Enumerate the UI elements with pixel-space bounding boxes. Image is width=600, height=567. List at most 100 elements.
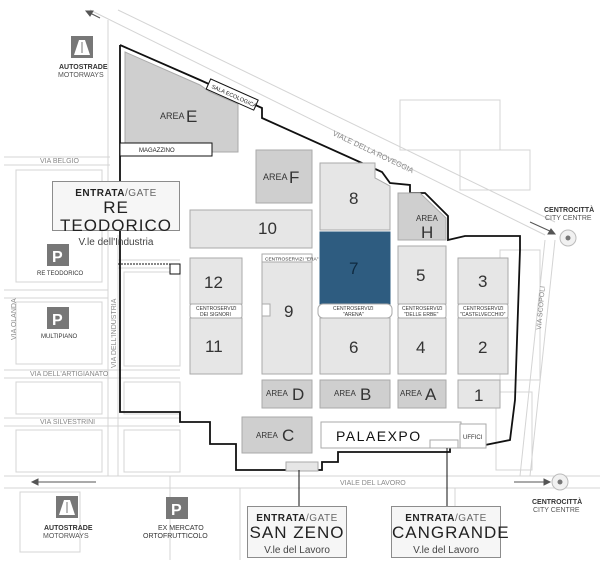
centro-right-l1: CENTROCITTÀ: [544, 205, 594, 214]
area-h-letter: H: [421, 223, 433, 242]
area-e[interactable]: [124, 51, 239, 153]
hall-6-label: 6: [349, 338, 358, 357]
centro-bottom-l2: CITY CENTRE: [533, 507, 580, 514]
hall-1[interactable]: [457, 379, 501, 409]
hall-11-label: 11: [205, 337, 223, 356]
uffici-label: UFFICI: [463, 435, 483, 441]
gate-san-zeno[interactable]: ENTRATA/GATE SAN ZENO V.le del Lavoro: [247, 506, 347, 558]
area-a-label: AREA: [400, 389, 422, 398]
centroservizi-era-label: CENTROSERVIZI "ERA": [265, 257, 319, 263]
gate-entrata-label: ENTRATA: [405, 513, 456, 524]
cs-erbe-l1: CENTROSERVIZI: [402, 306, 442, 312]
gate-entrata-label: ENTRATA: [75, 188, 126, 199]
cs-signori-l2: DEI SIGNORI: [200, 312, 231, 318]
street-artigianato: VIA DELL'ARTIGIANATO: [30, 371, 109, 378]
centro-citta-icon: [551, 229, 577, 491]
gate-name: CANGRANDE: [392, 523, 510, 542]
hall-2[interactable]: [457, 317, 509, 375]
area-c-label: AREA: [256, 431, 278, 440]
gate-gate-label: GATE: [309, 513, 338, 524]
area-e-letter: E: [186, 107, 197, 126]
palaexpo-label: PALAEXPO: [336, 428, 422, 444]
hall-12-label: 12: [204, 273, 223, 292]
area-a[interactable]: [397, 379, 447, 409]
cs-erbe-l2: "DELLE ERBE": [404, 312, 439, 318]
hall-7-label: 7: [349, 259, 358, 278]
hall-4[interactable]: [397, 317, 447, 375]
gate-cangrande[interactable]: ENTRATA/GATE CANGRANDE V.le del Lavoro: [391, 506, 510, 558]
area-h-label: AREA: [416, 214, 438, 223]
hall-10[interactable]: [189, 209, 313, 249]
hall-3-label: 3: [478, 272, 487, 291]
hall-4-label: 4: [416, 338, 425, 357]
area-d[interactable]: [261, 379, 313, 409]
gate-street: V.le dell'Industria: [78, 237, 154, 248]
svg-text:P: P: [52, 312, 63, 329]
hall-11[interactable]: [189, 317, 243, 375]
cs-castel-l2: "CASTELVECCHIO": [460, 312, 506, 318]
motorways-top-l1: AUTOSTRADE: [59, 64, 108, 71]
centro-right-l2: CITY CENTRE: [545, 215, 592, 222]
parking-multipiano-label: MULTIPIANO: [41, 334, 78, 340]
gate-name: SAN ZENO: [249, 523, 345, 542]
hall-8-label: 8: [349, 189, 358, 208]
road-network: [4, 9, 600, 560]
sala-ecologica[interactable]: [205, 78, 259, 111]
gate-re-teodorico[interactable]: ENTRATA/GATE RE TEODORICO V.le dell'Indu…: [52, 181, 180, 248]
street-silvestrini: VIA SILVESTRINI: [40, 419, 95, 426]
ex-mercato-l1: EX MERCATO: [158, 525, 204, 532]
area-a-letter: A: [425, 385, 437, 404]
area-b-label: AREA: [334, 389, 356, 398]
centroservizi-era[interactable]: [261, 253, 313, 263]
area-d-letter: D: [292, 385, 304, 404]
centro-bottom-l1: CENTROCITTÀ: [532, 497, 582, 506]
area-f[interactable]: [255, 149, 313, 204]
gate-gate-label: GATE: [128, 188, 157, 199]
hall-7[interactable]: [319, 231, 391, 305]
motorway-icon: [56, 36, 93, 518]
motorways-bottom-l2: MOTORWAYS: [43, 533, 89, 540]
parking-teodorico-label: RE TEODORICO: [37, 271, 84, 277]
area-b[interactable]: [319, 379, 391, 409]
area-c[interactable]: [241, 416, 313, 454]
area-f-letter: F: [289, 168, 299, 187]
magazzino[interactable]: [119, 142, 213, 157]
area-b-letter: B: [360, 385, 371, 404]
ex-mercato-l2: ORTOFRUTTICOLO: [143, 533, 208, 540]
gate-street: V.le del Lavoro: [264, 545, 330, 556]
hall-12[interactable]: [189, 257, 243, 305]
street-industria: VIA DELL'INDUSTRIA: [111, 298, 118, 368]
gate-entrata-label: ENTRATA: [256, 513, 307, 524]
hall-2-label: 2: [478, 338, 487, 357]
area-h[interactable]: [397, 192, 447, 241]
arrow-icon: [30, 10, 557, 486]
magazzino-label: MAGAZZINO: [139, 148, 175, 154]
motorways-top-l2: MOTORWAYS: [58, 72, 104, 79]
hall-9-label: 9: [284, 302, 293, 321]
hall-5-label: 5: [416, 266, 425, 285]
area-c-letter: C: [282, 426, 294, 445]
hall-10-label: 10: [258, 219, 277, 238]
area-e-label: AREA: [160, 111, 185, 121]
hall-8[interactable]: [319, 162, 391, 231]
motorways-bottom-l1: AUTOSTRADE: [44, 525, 93, 532]
hall-3[interactable]: [457, 257, 509, 305]
street-lavoro: VIALE DEL LAVORO: [340, 480, 406, 487]
street-scopoli: VIA SCOPOLI: [536, 286, 547, 330]
street-belgio: VIA BELGIO: [40, 158, 79, 165]
parking-icon: P P P: [47, 244, 188, 519]
svg-text:P: P: [171, 502, 182, 519]
fair-boundary: [119, 44, 521, 471]
hall-1-label: 1: [474, 386, 483, 405]
hall-6[interactable]: [319, 317, 391, 375]
cs-arena-l1: CENTROSERVIZI: [333, 306, 373, 312]
gate-street: V.le del Lavoro: [413, 545, 479, 556]
cs-arena-l2: "ARENA": [343, 312, 364, 318]
area-d-label: AREA: [266, 389, 288, 398]
street-olanda: VIA OLANDA: [11, 298, 18, 340]
gate-gate-label: GATE: [458, 513, 487, 524]
cs-signori-l1: CENTROSERVIZI: [196, 306, 236, 312]
uffici[interactable]: [459, 423, 487, 449]
